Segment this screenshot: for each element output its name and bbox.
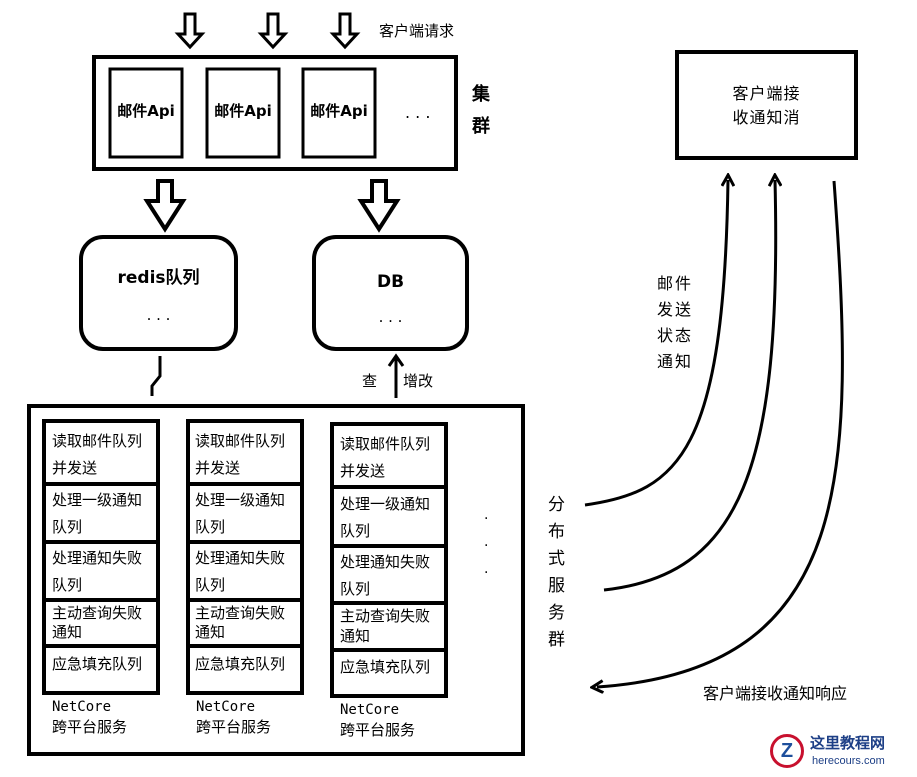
client-request-label: 客户端请求 <box>379 22 455 40</box>
distributed-label: 群 <box>548 630 565 650</box>
service-platform-desc: 跨平台服务 <box>52 718 128 736</box>
task-level1-notify: 处理一级通知 <box>340 495 431 513</box>
db-ellipsis: . . . <box>378 308 403 326</box>
cluster-to-db-arrow <box>357 179 401 233</box>
task-level1-notify-line2: 队列 <box>52 518 83 536</box>
task-failed-notify: 处理通知失败 <box>52 549 143 567</box>
task-query-failed-line2: 通知 <box>195 623 226 641</box>
service-platform: NetCore <box>52 699 112 715</box>
task-read-send-line2: 并发送 <box>195 459 241 477</box>
status-notify-arrow <box>584 180 728 507</box>
cluster-to-redis-arrow <box>143 179 187 233</box>
distributed-label: 务 <box>548 603 565 623</box>
redis-queue-ellipsis: . . . <box>146 306 171 324</box>
task-read-send-line2: 并发送 <box>52 459 98 477</box>
api-node-label: 邮件Api <box>117 102 175 120</box>
more-api-nodes: . . . <box>405 103 431 122</box>
distributed-label: 布 <box>548 522 565 542</box>
task-level1-notify-line2: 队列 <box>195 518 226 536</box>
mail-status-label: 邮件 <box>657 274 694 293</box>
api-node-box <box>108 67 184 159</box>
more-services-dot: · <box>484 511 488 527</box>
task-read-send: 读取邮件队列 <box>52 432 143 450</box>
api-node-box <box>301 67 377 159</box>
client-request-arrow <box>257 12 289 50</box>
task-query-failed: 主动查询失败 <box>340 607 431 625</box>
distributed-label: 式 <box>548 549 565 569</box>
status-notify-arrow <box>603 180 776 592</box>
service-platform: NetCore <box>196 699 256 715</box>
task-read-send-line2: 并发送 <box>340 462 386 480</box>
db-title: DB <box>376 272 405 292</box>
query-label: 查 <box>362 372 378 390</box>
status-notify-arrow <box>597 180 844 687</box>
client-box-line2: 收通知消 <box>732 108 801 127</box>
task-level1-notify: 处理一级通知 <box>195 491 286 509</box>
task-read-send: 读取邮件队列 <box>195 432 286 450</box>
distributed-label: 分 <box>548 495 565 515</box>
service-platform: NetCore <box>340 702 400 718</box>
task-query-failed: 主动查询失败 <box>52 604 143 622</box>
client-response-label: 客户端接收通知响应 <box>703 684 848 703</box>
task-emergency-fill: 应急填充队列 <box>52 655 143 673</box>
client-box-line1: 客户端接 <box>732 84 801 103</box>
api-node-label: 邮件Api <box>214 102 272 120</box>
task-query-failed-line2: 通知 <box>52 623 83 641</box>
cluster-label-top: 集 <box>472 84 490 105</box>
mail-status-label: 状态 <box>657 326 694 345</box>
client-request-arrow <box>174 12 206 50</box>
distributed-label: 服 <box>548 576 565 596</box>
mail-status-label: 发送 <box>657 300 694 319</box>
more-services-dot: · <box>484 538 488 554</box>
task-failed-notify-line2: 队列 <box>195 576 226 594</box>
task-emergency-fill: 应急填充队列 <box>340 658 431 676</box>
db-connector-arrowhead <box>387 353 405 367</box>
service-platform-desc: 跨平台服务 <box>340 721 416 739</box>
task-emergency-fill: 应急填充队列 <box>195 655 286 673</box>
task-query-failed-line2: 通知 <box>340 627 371 645</box>
task-failed-notify-line2: 队列 <box>52 576 83 594</box>
update-label: 增改 <box>403 372 434 390</box>
task-failed-notify: 处理通知失败 <box>340 553 431 571</box>
redis-queue-title: redis队列 <box>117 268 200 288</box>
mail-status-label: 通知 <box>657 352 694 371</box>
task-level1-notify-line2: 队列 <box>340 522 371 540</box>
redis-queue-box <box>79 235 238 351</box>
client-notification-box <box>675 50 858 160</box>
task-read-send: 读取邮件队列 <box>340 435 431 453</box>
watermark-logo-icon: Z <box>770 734 804 768</box>
client-request-arrow <box>329 12 361 50</box>
more-services-dot: · <box>484 565 488 581</box>
redis-service-connector <box>150 356 162 396</box>
service-platform-desc: 跨平台服务 <box>196 718 272 736</box>
watermark: Z 这里教程网 herecours.com <box>770 732 915 774</box>
watermark-site-name: 这里教程网 <box>810 734 886 752</box>
task-failed-notify: 处理通知失败 <box>195 549 286 567</box>
api-node-box <box>205 67 281 159</box>
watermark-logo-letter: Z <box>780 740 794 762</box>
task-query-failed: 主动查询失败 <box>195 604 286 622</box>
api-node-label: 邮件Api <box>310 102 368 120</box>
db-box <box>312 235 469 351</box>
cluster-label-bottom: 群 <box>472 116 490 137</box>
task-level1-notify: 处理一级通知 <box>52 491 143 509</box>
task-failed-notify-line2: 队列 <box>340 580 371 598</box>
watermark-url: herecours.com <box>812 755 885 767</box>
